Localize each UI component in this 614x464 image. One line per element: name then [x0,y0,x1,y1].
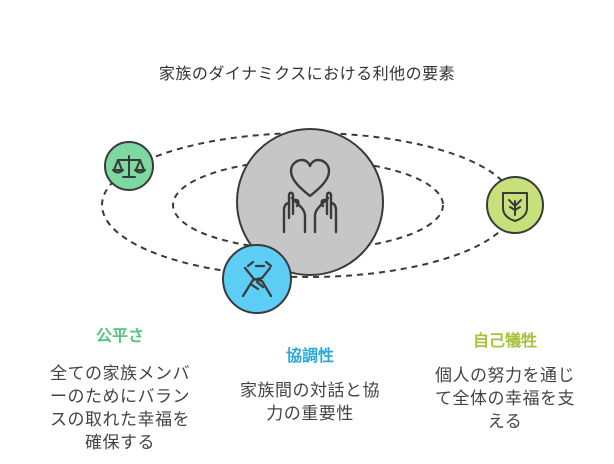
inner-orbit [172,159,444,251]
self-sacrifice-description-line: 個人の努力を通じ [435,366,575,386]
sprout-badge-icon [502,192,528,222]
self-sacrifice-description-line: て全体の幸福を支 [435,389,575,409]
handshake-icon [241,260,273,298]
balance-scale-icon [112,155,146,178]
fairness-description-line: 全ての家族メンバ [50,364,190,384]
heart-in-hands-icon [282,158,338,234]
cooperation-label: 協調性 [285,346,334,365]
self-sacrifice-label: 自己犠牲 [472,331,537,350]
fairness-description-line: スの取れた幸福を [50,410,190,430]
cooperation-description-line: 力の重要性 [266,404,354,424]
cooperation-description-line: 家族間の対話と協 [240,381,380,401]
diagram-title: 家族のダイナミクスにおける利他の要素 [158,64,456,83]
fairness-description-line: ーのためにバラン [50,387,190,407]
self-sacrifice-description-line: える [487,412,523,432]
self-sacrifice-description: 個人の努力を通じ て全体の幸福を支 える [405,365,605,434]
fairness-label: 公平さ [95,326,144,345]
cooperation-description: 家族間の対話と協 力の重要性 [210,380,410,426]
fairness-description: 全ての家族メンバ ーのためにバラン スの取れた幸福を 確保する [20,363,220,455]
center-circle [236,128,384,276]
fairness-description-line: 確保する [85,433,155,453]
